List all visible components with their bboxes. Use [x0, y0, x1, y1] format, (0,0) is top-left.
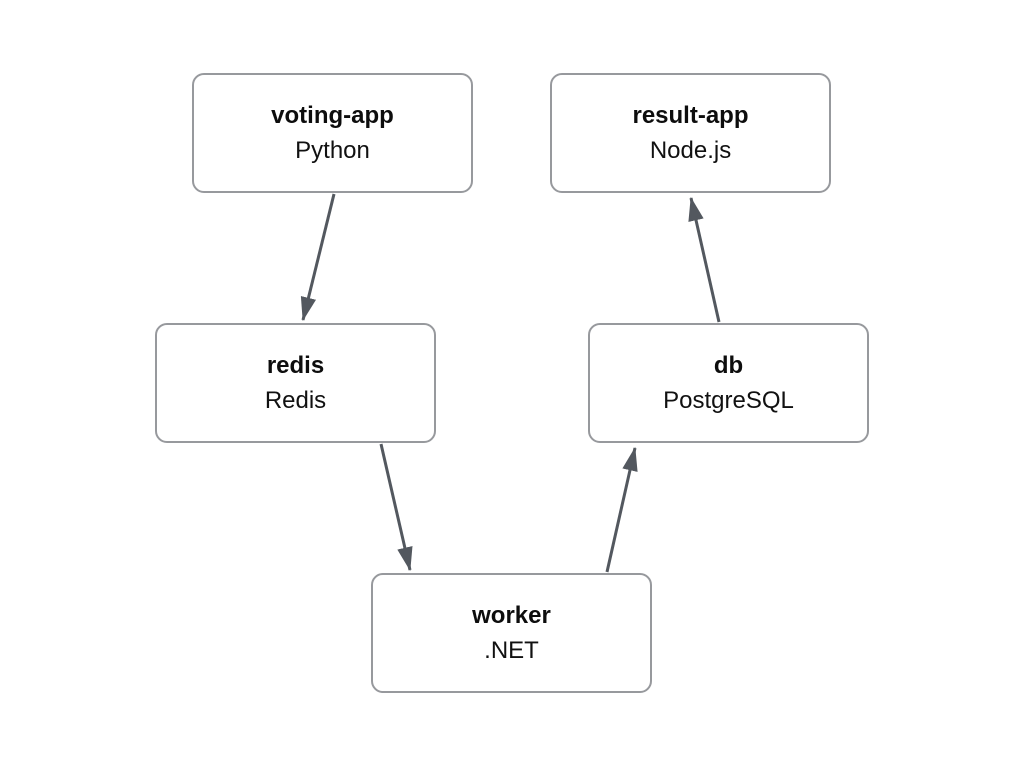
node-voting-app-subtitle: Python: [295, 137, 370, 164]
node-worker: worker .NET: [371, 573, 652, 693]
node-result-app: result-app Node.js: [550, 73, 831, 193]
edge-db-to-result-app: [688, 196, 721, 323]
node-redis-subtitle: Redis: [264, 387, 327, 414]
node-db: db PostgreSQL: [588, 323, 869, 443]
node-result-app-subtitle: Node.js: [649, 137, 732, 164]
node-result-app-title: result-app: [632, 102, 749, 129]
edge-voting-app-to-redis: [300, 193, 336, 322]
node-worker-subtitle: .NET: [484, 637, 539, 664]
node-redis-title: redis: [266, 352, 325, 379]
node-redis: redis Redis: [155, 323, 436, 443]
node-voting-app: voting-app Python: [192, 73, 473, 193]
node-db-title: db: [713, 352, 744, 379]
edge-worker-to-db: [605, 446, 638, 573]
node-worker-title: worker: [472, 602, 551, 629]
edge-redis-to-worker: [379, 443, 413, 572]
node-voting-app-title: voting-app: [271, 102, 394, 129]
node-db-subtitle: PostgreSQL: [663, 387, 794, 414]
